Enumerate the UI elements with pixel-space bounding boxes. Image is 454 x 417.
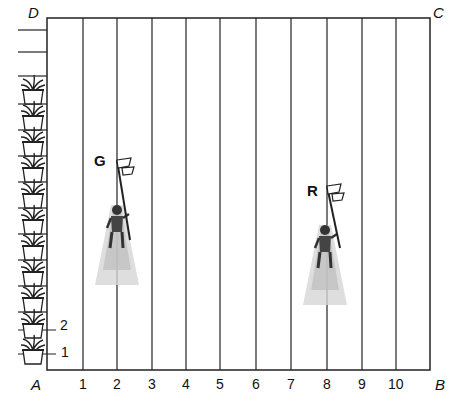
lane-number: 8 — [323, 377, 331, 391]
lane-number: 6 — [252, 377, 260, 391]
lane-number: 5 — [216, 377, 224, 391]
corner-letter: D — [28, 5, 39, 20]
lane-number: 4 — [182, 377, 190, 391]
runner-letter: G — [94, 153, 106, 168]
lane-number: 7 — [287, 377, 295, 391]
corner-letter: A — [31, 377, 41, 392]
lane-number: 9 — [358, 377, 366, 391]
corner-letter: C — [433, 5, 444, 20]
lane-number: 2 — [113, 377, 121, 391]
lane-number: 10 — [388, 377, 404, 391]
lane-number: 1 — [79, 377, 87, 391]
runner-letter: R — [307, 183, 318, 198]
tick-number: 2 — [60, 318, 68, 332]
tick-number: 1 — [61, 345, 69, 359]
lane-number: 3 — [148, 377, 156, 391]
corner-letter: B — [435, 377, 445, 392]
